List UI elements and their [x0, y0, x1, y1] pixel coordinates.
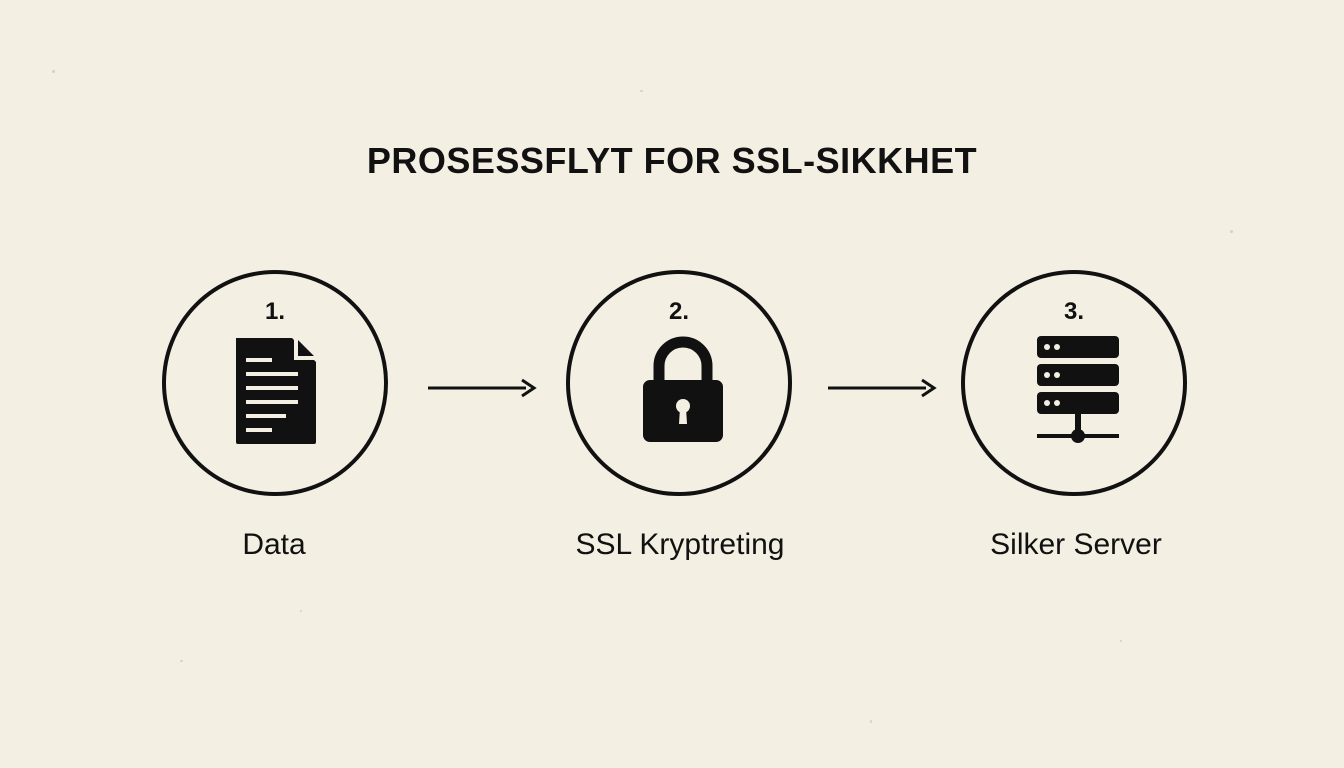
step-2-label: SSL Kryptreting — [575, 528, 785, 561]
arrow-right-icon — [428, 378, 537, 398]
arrow-right-icon — [828, 378, 937, 398]
step-2-number: 2. — [668, 298, 689, 325]
step-1-number: 1. — [264, 298, 285, 325]
paper-speck — [52, 70, 55, 73]
padlock-icon — [643, 336, 723, 442]
step-2-circle: 2. — [566, 270, 792, 496]
server-icon — [1037, 336, 1119, 443]
step-3-number: 3. — [1063, 298, 1084, 325]
step-3-circle: 3. — [961, 270, 1187, 496]
paper-speck — [300, 610, 302, 612]
step-1-circle: 1. — [162, 270, 388, 496]
paper-speck — [1230, 230, 1233, 233]
paper-speck — [870, 720, 872, 723]
paper-speck — [640, 90, 643, 92]
paper-speck — [180, 660, 183, 662]
step-1-label: Data — [242, 528, 306, 561]
diagram-title: PROSESSFLYT FOR SSL-SIKKHET — [366, 140, 978, 181]
step-3-label: Silker Server — [990, 528, 1162, 561]
document-icon — [236, 338, 316, 444]
paper-speck — [1120, 640, 1122, 642]
